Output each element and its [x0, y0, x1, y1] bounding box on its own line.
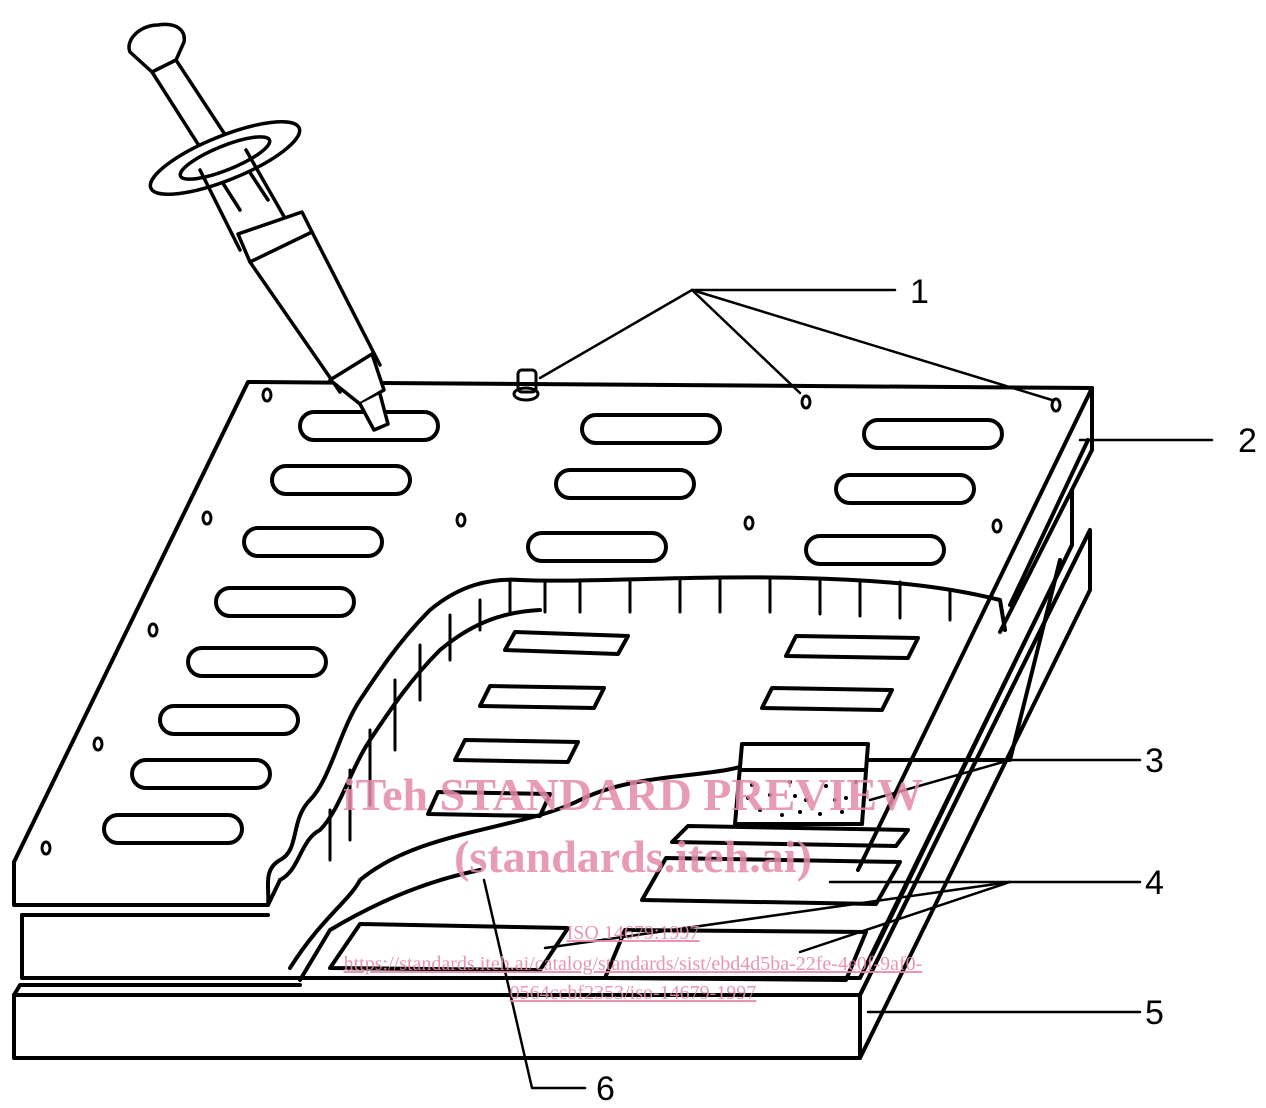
panels: [328, 824, 910, 982]
specimen-box: [733, 742, 870, 826]
callout-1: 1: [910, 273, 929, 311]
callout-6: 6: [596, 1070, 615, 1108]
watermark-subtitle: (standards.iteh.ai): [454, 831, 812, 882]
top-plate: [12, 380, 1094, 907]
callout-3: 3: [1145, 742, 1164, 780]
slot-holes: [102, 410, 1004, 845]
specimen-dots: [746, 780, 858, 817]
callout-2: 2: [1238, 422, 1257, 460]
callout-4: 4: [1145, 864, 1164, 902]
screw-knob: [512, 368, 540, 402]
middle-openings: [426, 630, 920, 818]
watermark-url-line1[interactable]: https://standards.iteh.ai/catalog/standa…: [343, 953, 923, 975]
syringe: [127, 22, 390, 432]
watermark-url-line2[interactable]: 0564ccbf2353/iso-14679-1997: [509, 982, 757, 1004]
watermark-title: iTeh STANDARD PREVIEW: [342, 769, 924, 820]
leader-lines: [482, 288, 1214, 1090]
callout-5: 5: [1145, 994, 1164, 1032]
bottom-plate: [12, 528, 1092, 1060]
screw-holes: [40, 387, 1062, 856]
watermark-std-link[interactable]: ISO 14679:1997: [566, 922, 700, 944]
